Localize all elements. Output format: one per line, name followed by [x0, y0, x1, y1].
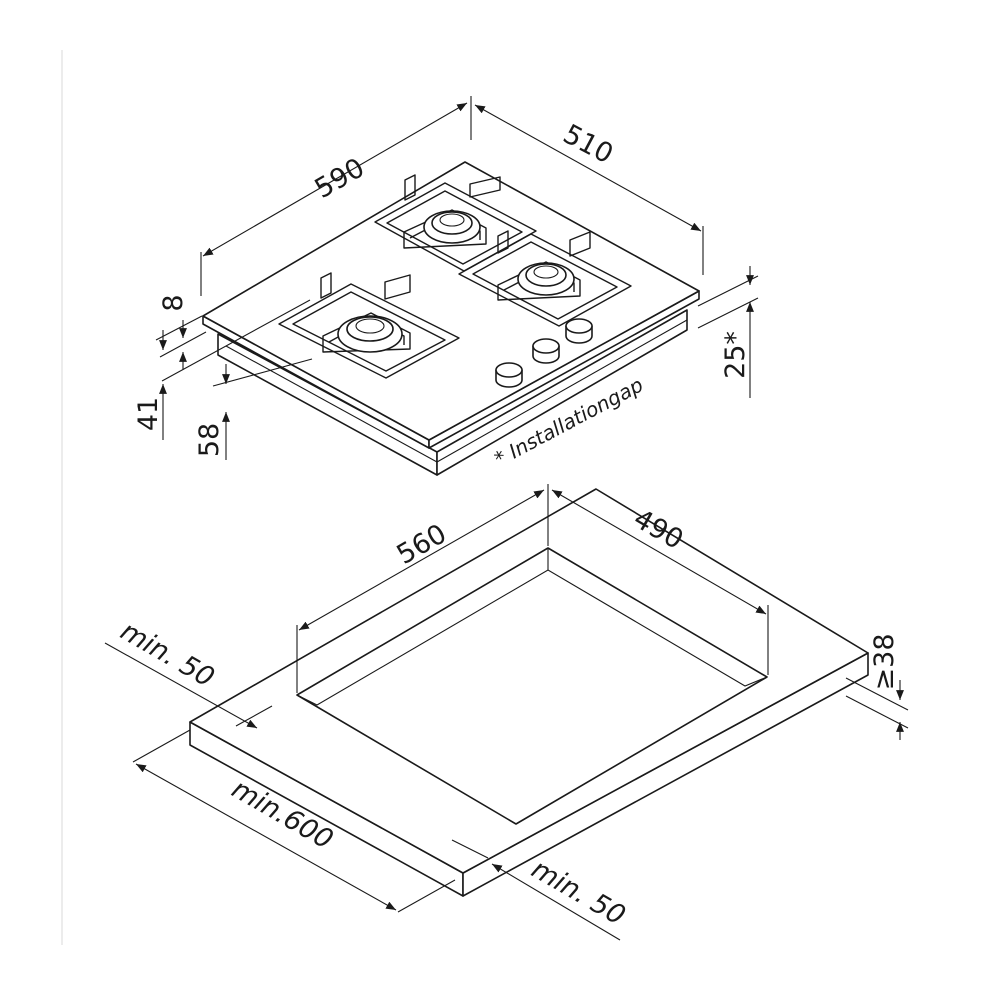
label-glass-thickness: 8 — [158, 294, 189, 311]
knob-3 — [565, 318, 593, 344]
label-worktop-thickness: ≥38 — [869, 634, 900, 691]
label-installation-gap: 25* — [720, 331, 751, 379]
label-min-front: min. 50 — [526, 854, 630, 932]
hob-body-side — [436, 309, 688, 476]
knob-1 — [495, 362, 523, 388]
burner-front — [278, 272, 460, 379]
label-install-depth: 58 — [194, 423, 225, 457]
dim-install-depth: 58 — [194, 358, 313, 460]
worktop-drawing: 560 490 min. 50 min.600 min. 50 — [104, 484, 909, 941]
control-knobs — [495, 318, 593, 388]
dim-worktop-thickness: ≥38 — [845, 634, 909, 740]
dim-hob-depth: 510 — [474, 104, 704, 275]
knob-2 — [532, 338, 560, 364]
dim-glass-thickness: 8 — [155, 294, 207, 370]
label-cutout-width: 560 — [392, 518, 452, 571]
dim-installation-gap: 25* — [697, 266, 759, 398]
label-min-left: min. 50 — [115, 616, 219, 694]
label-hob-width: 590 — [310, 152, 370, 205]
hob-drawing: 590 510 8 41 58 — [133, 96, 759, 476]
label-hob-depth: 510 — [558, 119, 618, 171]
label-body-height: 41 — [133, 397, 164, 431]
dim-body-height: 41 — [133, 299, 311, 440]
burner-right — [458, 230, 632, 327]
